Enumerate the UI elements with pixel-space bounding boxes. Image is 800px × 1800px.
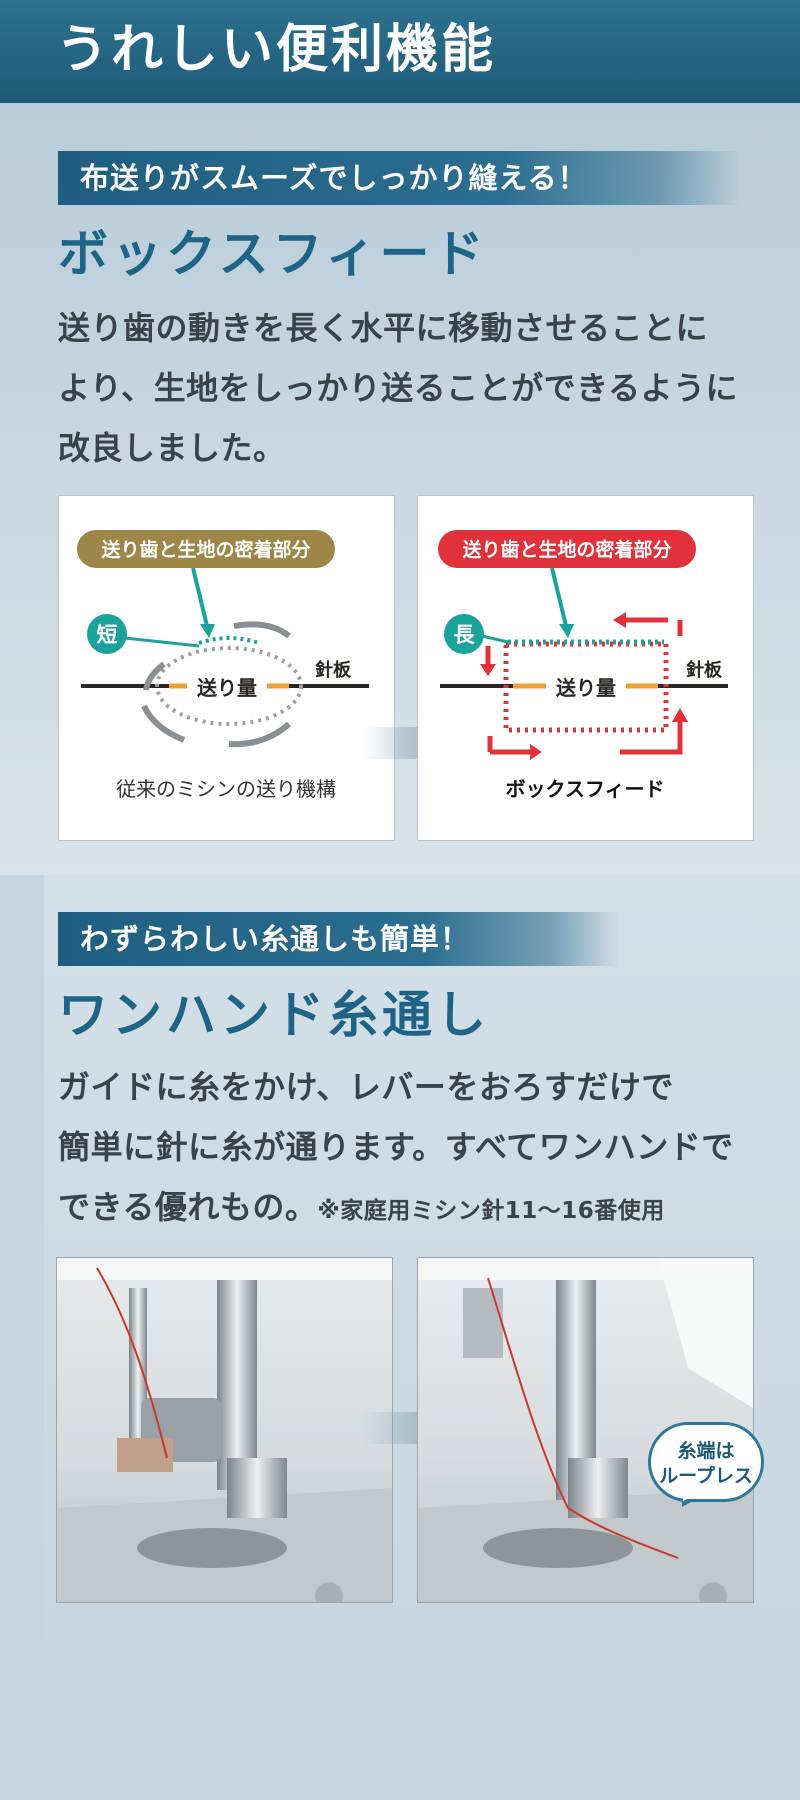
feature1-title: ボックスフィード [58, 225, 488, 283]
cycle-arrow [228, 721, 291, 748]
pointer-arrowhead [559, 624, 574, 638]
feature2-description-line: 簡単に針に糸が通ります。すべてワンハンドで [58, 1128, 734, 1166]
cycle-arrow [620, 720, 683, 755]
feature1-description-line: より、生地をしっかり送ることができるように [58, 369, 738, 407]
cycle-arrowhead [480, 664, 496, 676]
cycle-arrowhead [672, 708, 688, 722]
short-badge [87, 614, 127, 654]
contact-area-tag-label: 送り歯と生地の密着部分 [462, 538, 671, 561]
diagram-conventional-feed: 送り歯と生地の密着部分 短 送り量 針板 従来のミシンの送り機構 [58, 495, 395, 841]
pointer-arrowhead [200, 624, 215, 638]
cycle-arrow [141, 704, 186, 743]
long-pointer [481, 634, 509, 644]
feature1-description: 送り歯の動きを長く水平に移動させることに より、生地をしっかり送ることができるよ… [58, 298, 778, 478]
page-bottom-background [0, 1645, 800, 1800]
feature1-banner: 布送りがスムーズでしっかり縫える！ [58, 151, 740, 205]
needle-plate-label: 針板 [686, 659, 723, 681]
feature2-description: ガイドに糸をかけ、レバーをおろすだけで 簡単に針に糸が通ります。すべてワンハンド… [58, 1057, 778, 1241]
short-pointer [124, 636, 200, 648]
loopless-callout-line: ループレス [659, 1465, 753, 1487]
cycle-arrow [143, 661, 166, 691]
sewing-machine-threaded-needle-image [418, 1258, 753, 1602]
contact-area-tag [77, 530, 335, 568]
diagram-box-feed: 送り歯と生地の密着部分 長 送り量 針板 ボックスフィード [417, 495, 754, 841]
pointer-line [550, 567, 568, 627]
feature2-title: ワンハンド糸通し [58, 986, 490, 1044]
box-feed-diagram: 送り歯と生地の密着部分 長 送り量 針板 ボックスフィード [438, 530, 728, 801]
feed-label-bg [187, 672, 267, 702]
conventional-feed-diagram: 送り歯と生地の密着部分 短 送り量 針板 従来のミシンの送り機構 [77, 530, 369, 801]
short-badge-label: 短 [97, 623, 118, 647]
diagram-caption: ボックスフィード [506, 777, 665, 801]
pointer-line [191, 567, 209, 627]
feed-amount-label: 送り量 [556, 676, 616, 700]
diagram-caption: 従来のミシンの送り機構 [116, 777, 336, 801]
feature1-description-line: 送り歯の動きを長く水平に移動させることに [58, 309, 709, 347]
feature2-description-line: ガイドに糸をかけ、レバーをおろすだけで [58, 1068, 674, 1106]
feature2-description-last: できる優れもの。 [58, 1188, 318, 1226]
loopless-callout: 糸端は ループレス [648, 1422, 764, 1502]
contact-zone [198, 636, 260, 645]
sewing-machine-needle-image [57, 1258, 392, 1602]
threader-before-photo [56, 1257, 393, 1603]
page-title: うれしい便利機能 [56, 20, 497, 80]
contact-area-tag [438, 530, 696, 568]
long-badge [444, 614, 484, 654]
feature2-banner: わずらわしい糸通しも簡単！ [58, 912, 620, 966]
needle-plate-label: 針板 [315, 659, 352, 681]
feed-label-bg [546, 672, 626, 702]
page-header: うれしい便利機能 [0, 0, 800, 103]
feature1-description-line: 改良しました。 [58, 429, 286, 467]
cycle-arrowhead [530, 744, 542, 760]
loopless-callout-line: 糸端は [677, 1440, 735, 1462]
threader-after-photo [417, 1257, 754, 1603]
cycle-arrow [233, 621, 291, 639]
feed-dog-path [155, 646, 303, 726]
contact-area-tag-label: 送り歯と生地の密着部分 [101, 538, 310, 561]
feed-amount-label: 送り量 [197, 676, 257, 700]
needle-size-note: ※家庭用ミシン針11〜16番使用 [317, 1198, 665, 1224]
feature2-description-line: できる優れもの。※家庭用ミシン針11〜16番使用 [58, 1177, 778, 1241]
long-badge-label: 長 [454, 623, 476, 647]
cycle-arrowhead [613, 612, 626, 628]
